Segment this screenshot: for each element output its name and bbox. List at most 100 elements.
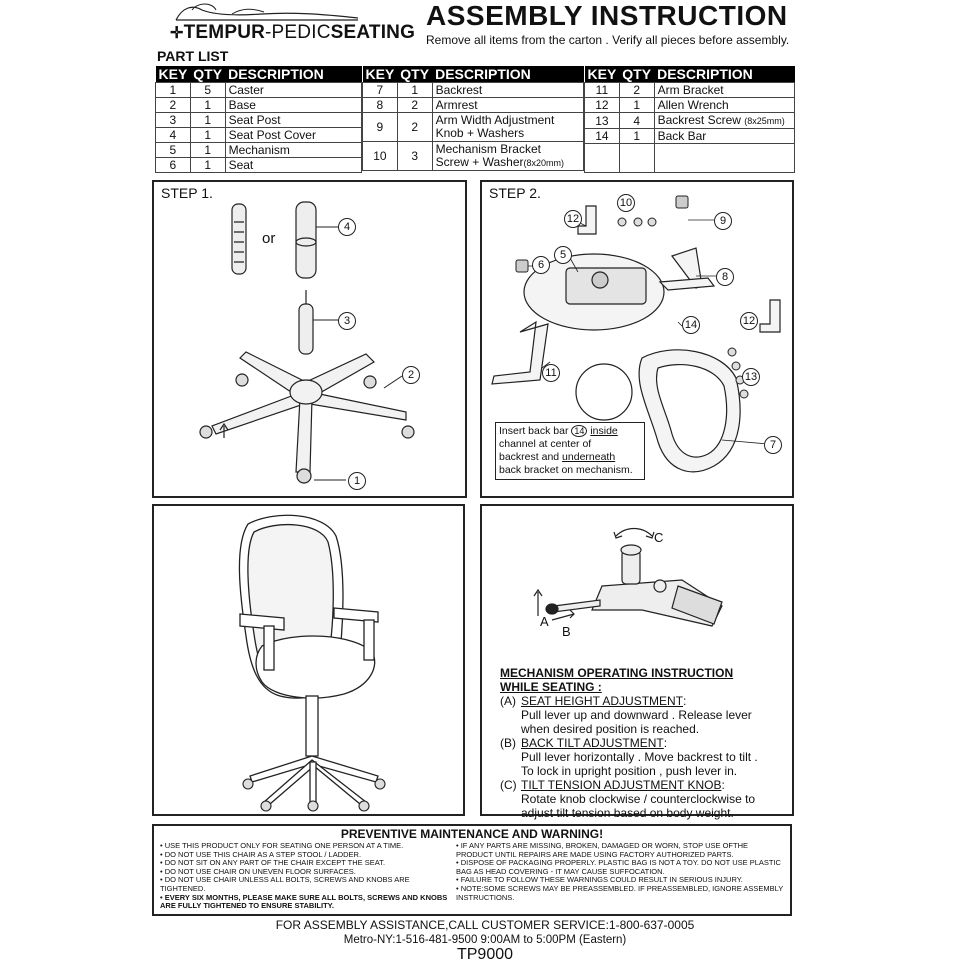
callout-12: 12 [564, 210, 582, 228]
cell-key [584, 143, 620, 173]
mech-a-line-1: Pull lever up and downward . Release lev… [521, 708, 752, 722]
brand-pedic: -PEDIC [265, 22, 331, 43]
page-title: ASSEMBLY INSTRUCTION [426, 0, 788, 31]
cell-key: 14 [584, 128, 620, 144]
callout-12b: 12 [740, 312, 758, 330]
warning-item: DO NOT USE THIS CHAIR AS A STEP STOOL / … [160, 850, 450, 860]
col-qty: QTY [397, 66, 433, 83]
step2-label: STEP 2. [489, 185, 541, 201]
warning-item: DO NOT USE CHAIR ON UNEVEN FLOOR SURFACE… [160, 867, 450, 877]
cell-desc: Base [224, 97, 363, 113]
cell-qty: 1 [189, 142, 226, 158]
brand-mark: ✛ [170, 25, 184, 42]
col-key: KEY [155, 66, 191, 83]
warning-box: PREVENTIVE MAINTENANCE AND WARNING! USE … [152, 824, 792, 916]
warning-list-right: IF ANY PARTS ARE MISSING, BROKEN, DAMAGE… [456, 841, 786, 902]
cell-desc: Seat Post Cover [224, 127, 363, 143]
mech-b-row: (B)BACK TILT ADJUSTMENT : [500, 736, 780, 750]
note-line-4: back bracket on mechanism. [499, 464, 633, 476]
mech-c-line-2: adjust tilt tension based on body weight… [521, 806, 734, 820]
cell-desc: Back Bar [653, 128, 796, 144]
callout-7: 7 [764, 436, 782, 454]
callout-8: 8 [716, 268, 734, 286]
letter-b: B [562, 624, 571, 639]
cell-qty: 1 [189, 97, 226, 113]
cell-key: 9 [362, 112, 398, 142]
cell-key: 13 [584, 112, 620, 129]
mech-colon: : [683, 694, 687, 708]
cell-key: 6 [155, 157, 191, 173]
cell-key: 12 [584, 97, 620, 113]
callout-9: 9 [714, 212, 732, 230]
mech-heading: MECHANISM OPERATING INSTRUCTION [500, 666, 734, 680]
cell-qty: 3 [396, 141, 433, 171]
mech-b-label: (B) [500, 736, 516, 750]
callout-5: 5 [554, 246, 572, 264]
mech-b-line-1: Pull lever horizontally . Move backrest … [521, 750, 758, 764]
desc-line-2: Screw + Washer(8x20mm) [436, 155, 580, 170]
step1-label: STEP 1. [161, 185, 213, 201]
note-underneath: underneath [562, 451, 616, 463]
desc-line-2: Knob + Washers [435, 126, 525, 140]
support-phone: FOR ASSEMBLY ASSISTANCE,CALL CUSTOMER SE… [275, 918, 695, 932]
cell-key: 8 [362, 97, 398, 113]
or-text: or [262, 230, 276, 247]
note-callout: 14 [571, 425, 588, 437]
mech-c-title: TILT TENSION ADJUSTMENT KNOB [521, 778, 722, 792]
cell-desc: Armrest [431, 97, 585, 113]
step1-panel: STEP 1. [152, 180, 467, 498]
warning-list-left: USE THIS PRODUCT ONLY FOR SEATING ONE PE… [160, 841, 450, 911]
cell-qty: 1 [189, 157, 226, 173]
warning-item: IF ANY PARTS ARE MISSING, BROKEN, DAMAGE… [456, 841, 786, 859]
desc-line-1: Mechanism Bracket [435, 141, 541, 156]
caster-illustration [199, 373, 415, 484]
knob-illustration [515, 195, 689, 273]
cell-qty: 1 [189, 127, 226, 143]
warning-item: USE THIS PRODUCT ONLY FOR SEATING ONE PE… [160, 841, 450, 851]
desc-size: (8x20mm) [523, 157, 565, 168]
note-text: backrest and [499, 451, 560, 463]
callout-2: 2 [402, 366, 420, 384]
chair-panel [152, 504, 465, 816]
allen-wrench-illustration-2 [759, 299, 781, 333]
table-row [584, 143, 796, 173]
mech-b-title: BACK TILT ADJUSTMENT [521, 736, 664, 750]
cell-key: 11 [584, 82, 620, 98]
support-hours: Metro-NY:1-516-481-9500 9:00AM to 5:00PM… [343, 934, 627, 946]
cell-desc: Mechanism [224, 142, 363, 158]
mechanism-panel: C A B MECHANISM OPERATING INSTRUCTION WH… [480, 504, 794, 820]
brand-bold: TEMPUR [183, 22, 266, 43]
warning-item-bold: EVERY SIX MONTHS, PLEASE MAKE SURE ALL B… [160, 893, 450, 911]
note-line-1: Insert back bar 14 inside [499, 425, 641, 438]
step2-panel: STEP 2. 12 10 9 [480, 180, 794, 498]
mattress-logo [175, 3, 359, 21]
cell-desc: Allen Wrench [653, 97, 796, 113]
col-key: KEY [362, 66, 398, 83]
note-inside: inside [590, 425, 618, 437]
mech-c-label: (C) [500, 778, 517, 792]
chair-seat [255, 635, 376, 699]
cell-qty: 4 [618, 112, 655, 129]
mech-a-row: (A)SEAT HEIGHT ADJUSTMENT : [500, 694, 780, 708]
desc-size: (8x25mm) [744, 116, 785, 126]
cell-desc [653, 143, 796, 173]
col-qty: QTY [619, 66, 655, 83]
mechanism-illustration [533, 527, 723, 627]
cell-qty [618, 143, 655, 173]
warning-item: FAILURE TO FOLLOW THESE WARNINGS COULD R… [456, 876, 786, 885]
cell-qty: 2 [618, 82, 655, 98]
armrest-illustration-2 [491, 320, 549, 385]
mech-a-title: SEAT HEIGHT ADJUSTMENT [521, 694, 684, 708]
assembled-chair-illustration [238, 514, 386, 812]
callout-3: 3 [338, 312, 356, 330]
